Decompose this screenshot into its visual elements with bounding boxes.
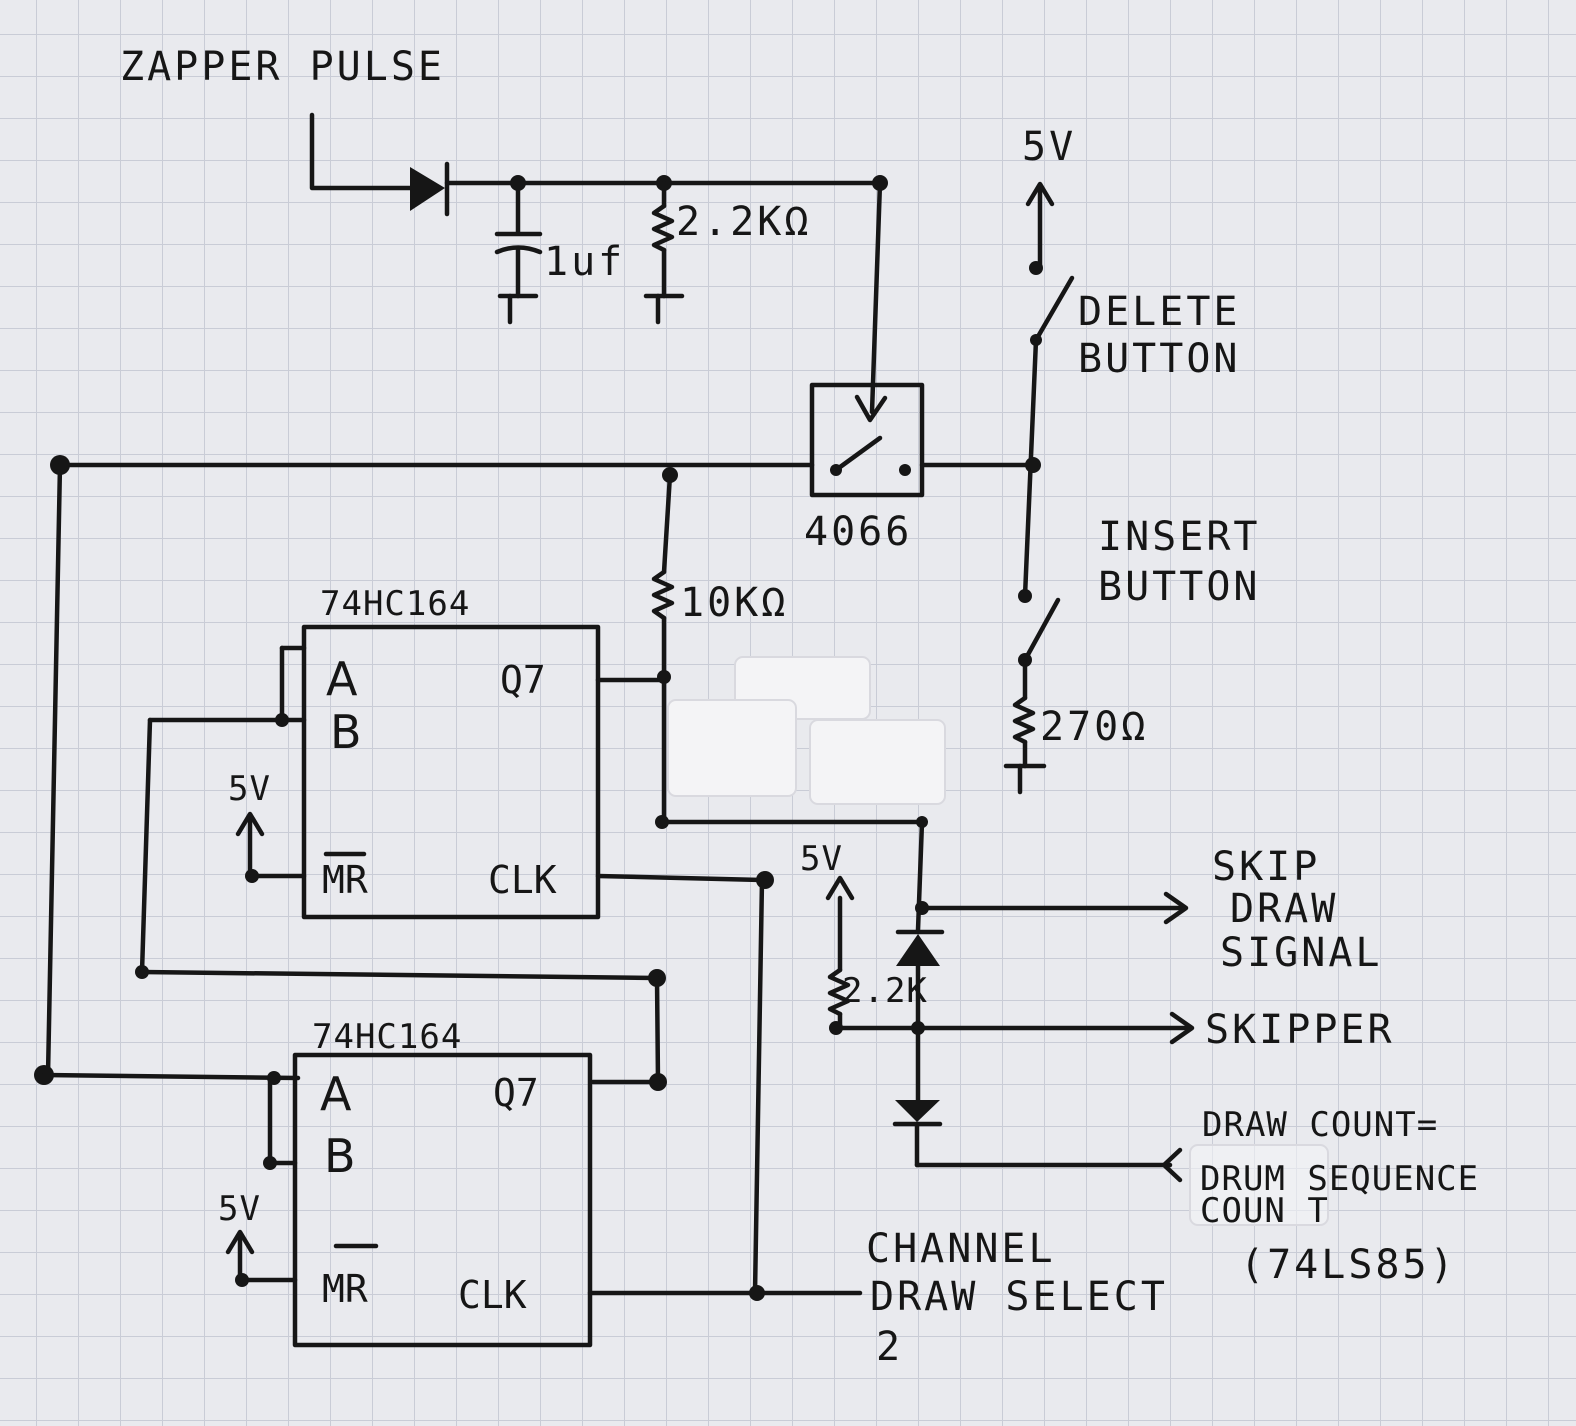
supply-5v-label-chip2: 5V (218, 1189, 261, 1229)
resistor-10k-label: 10KΩ (680, 580, 788, 626)
insert-button-label-1: INSERT (1098, 514, 1261, 560)
chip2-pin-q7: Q7 (493, 1071, 539, 1115)
draw-count-label-4: (74LS85) (1240, 1242, 1457, 1288)
chip2-pin-b: B (324, 1129, 356, 1183)
skipper-label: SKIPPER (1205, 1007, 1395, 1053)
chip2-name: 74HC164 (312, 1017, 462, 1057)
insert-button-label-2: BUTTON (1098, 564, 1261, 610)
channel-label-2: DRAW SELECT (870, 1274, 1168, 1320)
shift-register-2 (225, 1052, 863, 1348)
resistor-small-label: 2.2K (842, 971, 928, 1011)
tape-patches (667, 656, 1329, 1226)
channel-label-1: CHANNEL (866, 1226, 1056, 1272)
skip-draw-label-2: DRAW (1230, 886, 1338, 932)
main-wiring (34, 455, 1041, 1085)
resistor-270-label: 270Ω (1040, 704, 1148, 750)
delete-button-label-1: DELETE (1078, 289, 1241, 335)
zapper-input-network (309, 112, 888, 423)
chip1-pin-a: A (326, 652, 358, 706)
skip-draw-label-1: SKIP (1212, 844, 1320, 890)
draw-count-label-2: DRUM SEQUENCE (1200, 1159, 1479, 1199)
channel-label-3: 2 (876, 1324, 903, 1370)
diode-network (825, 819, 1195, 1183)
resistor-2k2-label: 2.2KΩ (676, 199, 811, 245)
switch-ic-label: 4066 (804, 509, 912, 555)
zapper-pulse-label: ZAPPER PULSE (120, 44, 445, 90)
capacitor-label: 1uf (544, 239, 625, 285)
analog-switch-4066 (809, 382, 925, 498)
chip1-name: 74HC164 (320, 584, 470, 624)
chip2-pin-mr: MR (322, 1267, 368, 1311)
supply-5v-label-top: 5V (1022, 124, 1076, 170)
chip2-pin-a: A (320, 1067, 352, 1121)
chip1-pin-q7: Q7 (500, 658, 546, 702)
draw-count-label-1: DRAW COUNT= (1202, 1105, 1438, 1145)
skip-draw-label-3: SIGNAL (1220, 930, 1383, 976)
supply-5v-label-diode: 5V (800, 839, 843, 879)
supply-5v-label-chip1: 5V (228, 769, 271, 809)
button-network (1003, 181, 1075, 795)
shift-register-1 (135, 624, 774, 1296)
delete-button-label-2: BUTTON (1078, 336, 1241, 382)
chip1-pin-clk: CLK (488, 858, 557, 902)
pullup-10k (651, 472, 928, 829)
draw-count-label-3: COUN T (1200, 1191, 1329, 1231)
chip1-pin-b: B (330, 705, 362, 759)
chip2-pin-clk: CLK (458, 1273, 527, 1317)
chip1-pin-mr: MR (322, 858, 368, 902)
